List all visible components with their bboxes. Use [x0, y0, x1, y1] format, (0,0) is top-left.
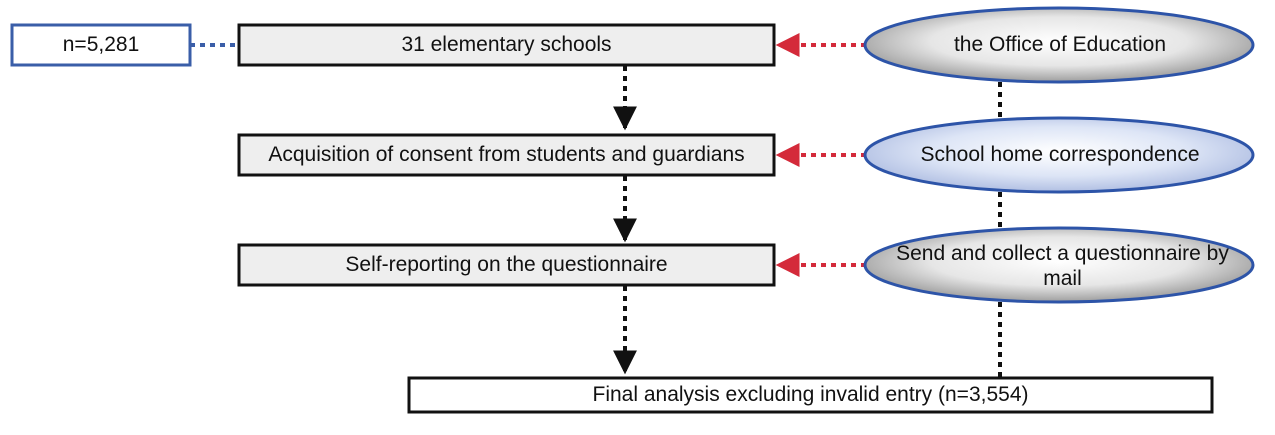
source-ellipse-3	[863, 226, 1255, 304]
step-box-3	[237, 243, 776, 287]
step-box-1	[237, 23, 776, 67]
final-box	[407, 376, 1214, 414]
step-box-2	[237, 133, 776, 177]
sample-box	[10, 23, 192, 67]
source-ellipse-2	[863, 116, 1255, 194]
source-ellipse-1	[863, 6, 1255, 84]
